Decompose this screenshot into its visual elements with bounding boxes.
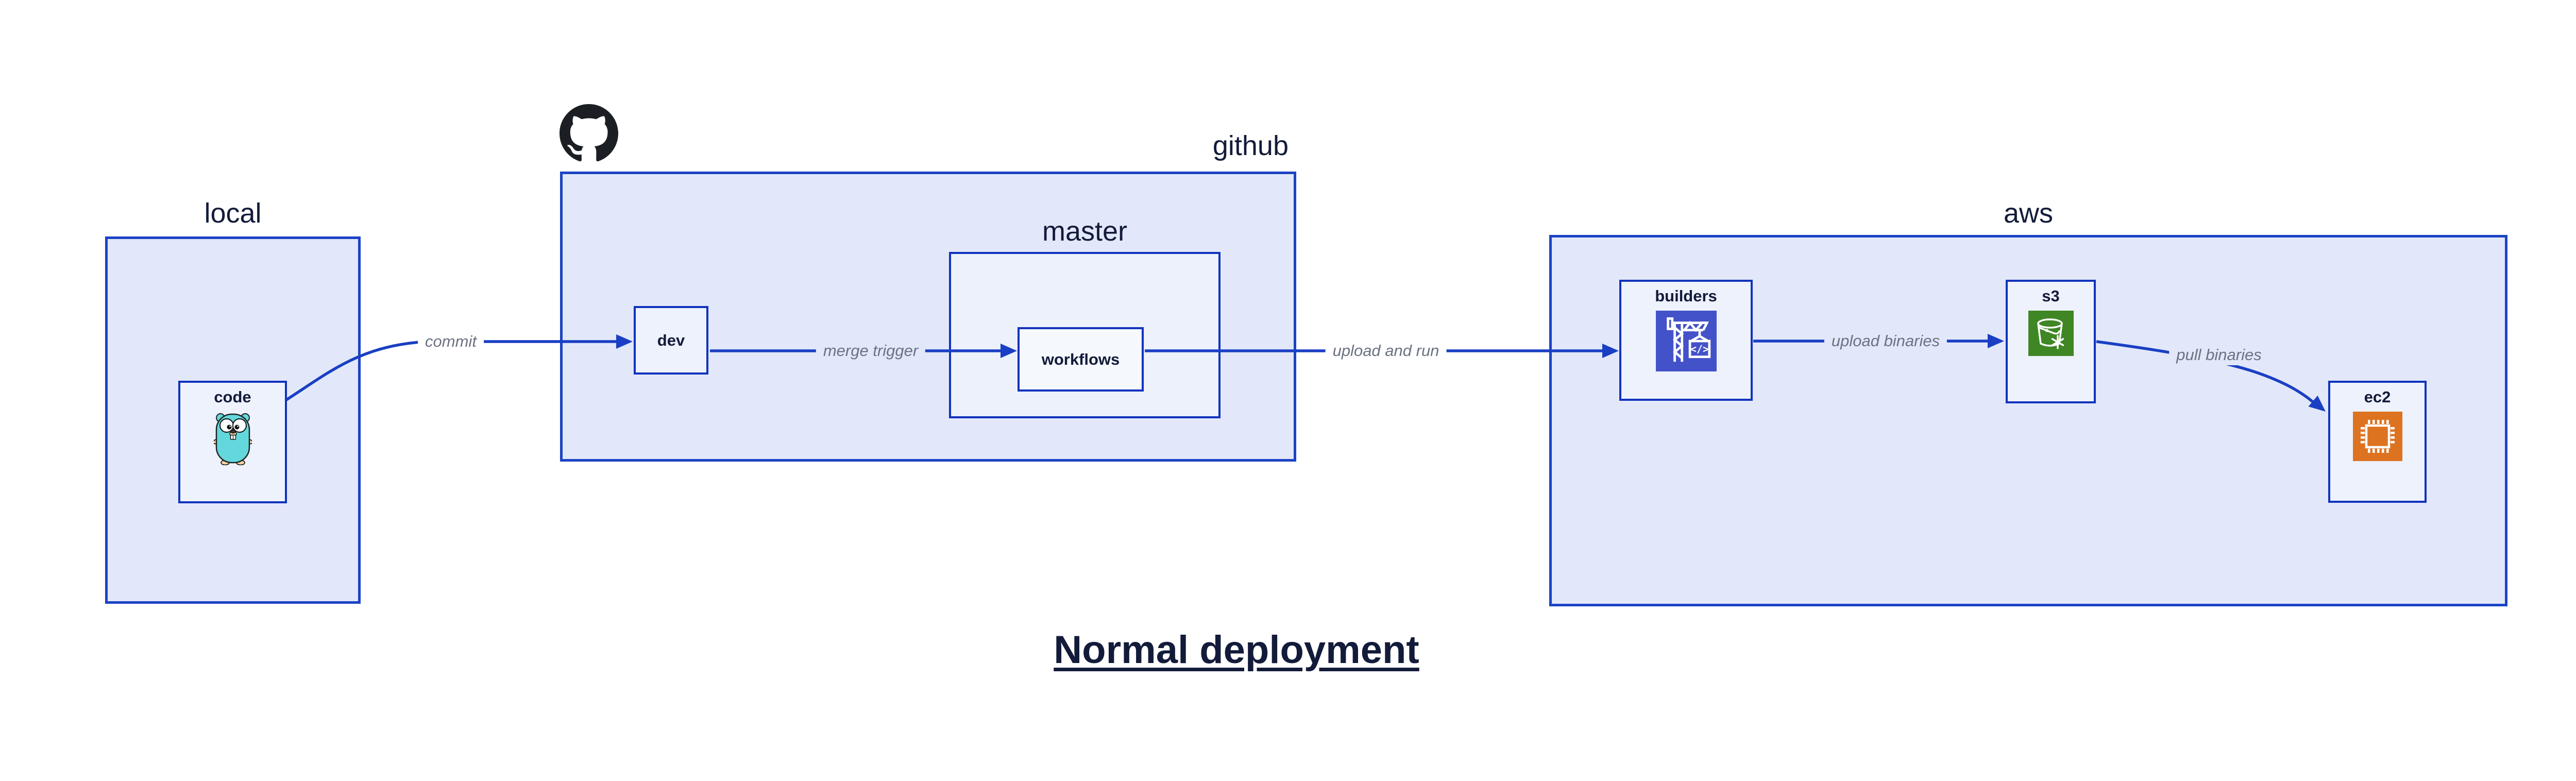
node-code: code xyxy=(178,381,287,503)
github-octocat-icon xyxy=(560,104,618,162)
diagram-title: Normal deployment xyxy=(1054,628,1419,672)
edge-pull-binaries xyxy=(2096,340,2326,412)
node-workflows: workflows xyxy=(1018,327,1144,392)
node-s3-label: s3 xyxy=(2042,287,2060,305)
go-gopher-icon xyxy=(213,413,252,465)
node-workflows-label: workflows xyxy=(1041,350,1120,368)
codebuild-crane-icon: </> xyxy=(1655,311,1717,371)
aws-container-label: aws xyxy=(2003,198,2054,229)
edge-label-pull-binaries: pull binaries xyxy=(2169,345,2269,365)
node-ec2-label: ec2 xyxy=(2364,388,2391,406)
edge-label-merge-trigger: merge trigger xyxy=(816,341,926,361)
svg-text:</>: </> xyxy=(1690,343,1708,355)
edge-label-upload-and-run: upload and run xyxy=(1325,341,1447,361)
edge-label-commit: commit xyxy=(418,331,484,352)
node-dev-label: dev xyxy=(657,331,685,349)
master-container-label: master xyxy=(1042,216,1128,247)
node-dev: dev xyxy=(634,306,708,375)
local-container-label: local xyxy=(204,198,262,229)
node-builders-label: builders xyxy=(1655,287,1717,305)
edge-commit xyxy=(285,334,633,401)
node-s3: s3 xyxy=(2006,280,2096,403)
node-ec2: ec2 xyxy=(2328,381,2427,503)
edge-label-upload-binaries: upload binaries xyxy=(1824,331,1947,351)
ec2-chip-icon xyxy=(2352,412,2402,461)
node-code-label: code xyxy=(214,388,251,406)
s3-glacier-bucket-icon xyxy=(2028,311,2074,356)
github-container-label: github xyxy=(1212,130,1289,161)
node-builders: builders </> xyxy=(1619,280,1753,401)
